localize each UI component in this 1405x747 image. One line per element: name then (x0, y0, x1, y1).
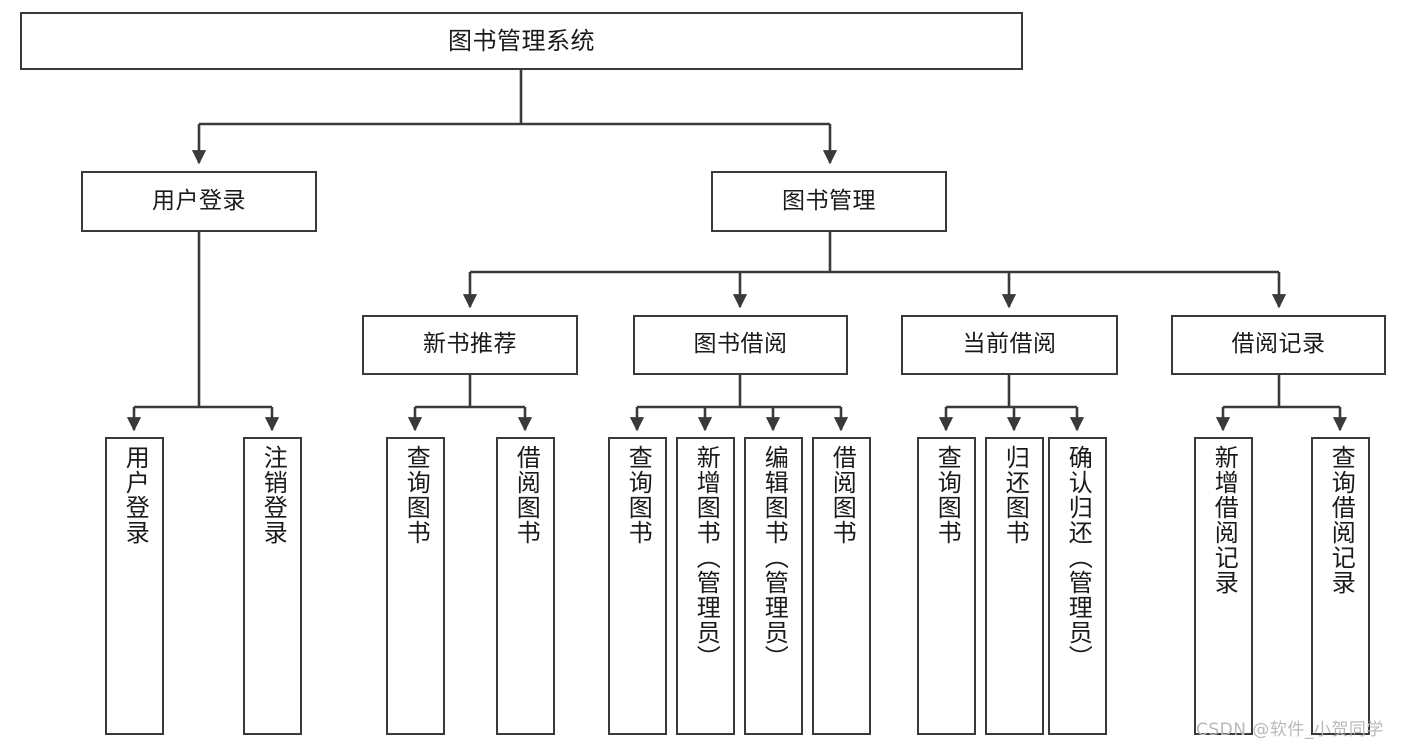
leaf-record-query[interactable]: 查询借阅记录 (1311, 437, 1370, 735)
node-current-borrowing[interactable]: 当前借阅 (901, 315, 1118, 375)
leaf-book-borrow-query[interactable]: 查询图书 (608, 437, 667, 735)
leaf-current-borrow-return[interactable]: 归还图书 (985, 437, 1044, 735)
node-label: 新增图书（管理员） (692, 445, 721, 670)
node-label: 用户登录 (121, 445, 150, 545)
node-label: 图书管理系统 (448, 26, 595, 55)
node-label: 当前借阅 (962, 331, 1057, 358)
leaf-book-borrow-borrow[interactable]: 借阅图书 (812, 437, 871, 735)
node-label: 新书推荐 (423, 331, 517, 358)
leaf-new-book-borrow[interactable]: 借阅图书 (496, 437, 555, 735)
node-label: 图书借阅 (693, 331, 788, 358)
node-label: 注销登录 (259, 445, 288, 545)
leaf-record-add[interactable]: 新增借阅记录 (1194, 437, 1253, 735)
leaf-book-borrow-edit[interactable]: 编辑图书（管理员） (744, 437, 803, 735)
leaf-user-login-signout[interactable]: 注销登录 (243, 437, 302, 735)
leaf-new-book-query[interactable]: 查询图书 (386, 437, 445, 735)
node-root-system[interactable]: 图书管理系统 (20, 12, 1023, 70)
node-label: 归还图书 (1001, 445, 1030, 545)
node-new-book-recommendation[interactable]: 新书推荐 (362, 315, 578, 375)
node-label: 用户登录 (152, 187, 246, 214)
leaf-current-borrow-confirm-return[interactable]: 确认归还（管理员） (1048, 437, 1107, 735)
node-label: 查询借阅记录 (1327, 445, 1356, 595)
node-label: 借阅记录 (1231, 331, 1326, 358)
node-label: 借阅图书 (512, 445, 541, 545)
leaf-current-borrow-query[interactable]: 查询图书 (917, 437, 976, 735)
node-borrow-records[interactable]: 借阅记录 (1171, 315, 1386, 375)
node-label: 查询图书 (624, 445, 653, 545)
watermark-text: CSDN @软件_小贺同学 (1196, 720, 1384, 740)
node-book-borrowing[interactable]: 图书借阅 (633, 315, 848, 375)
node-label: 编辑图书（管理员） (760, 445, 789, 670)
leaf-book-borrow-add[interactable]: 新增图书（管理员） (676, 437, 735, 735)
node-book-management[interactable]: 图书管理 (711, 171, 947, 232)
node-label: 查询图书 (933, 445, 962, 545)
node-user-login[interactable]: 用户登录 (81, 171, 317, 232)
node-label: 图书管理 (782, 187, 876, 214)
node-label: 借阅图书 (828, 445, 857, 545)
node-label: 确认归还（管理员） (1064, 445, 1093, 670)
leaf-user-login-signin[interactable]: 用户登录 (105, 437, 164, 735)
node-label: 新增借阅记录 (1210, 445, 1239, 595)
node-label: 查询图书 (402, 445, 431, 545)
